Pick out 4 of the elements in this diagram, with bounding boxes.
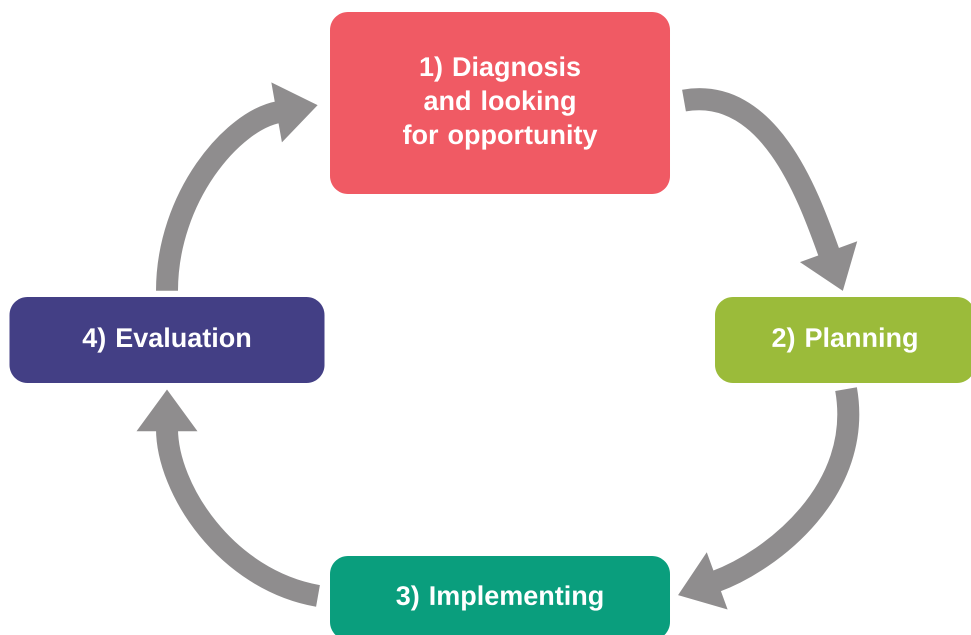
process-box: 3) Implementing xyxy=(330,556,670,635)
process-box: 4) Evaluation xyxy=(10,297,324,383)
process-box: 1) Diagnosis and looking for opportunity xyxy=(330,12,670,194)
process-box: 2) Planning xyxy=(715,297,971,383)
